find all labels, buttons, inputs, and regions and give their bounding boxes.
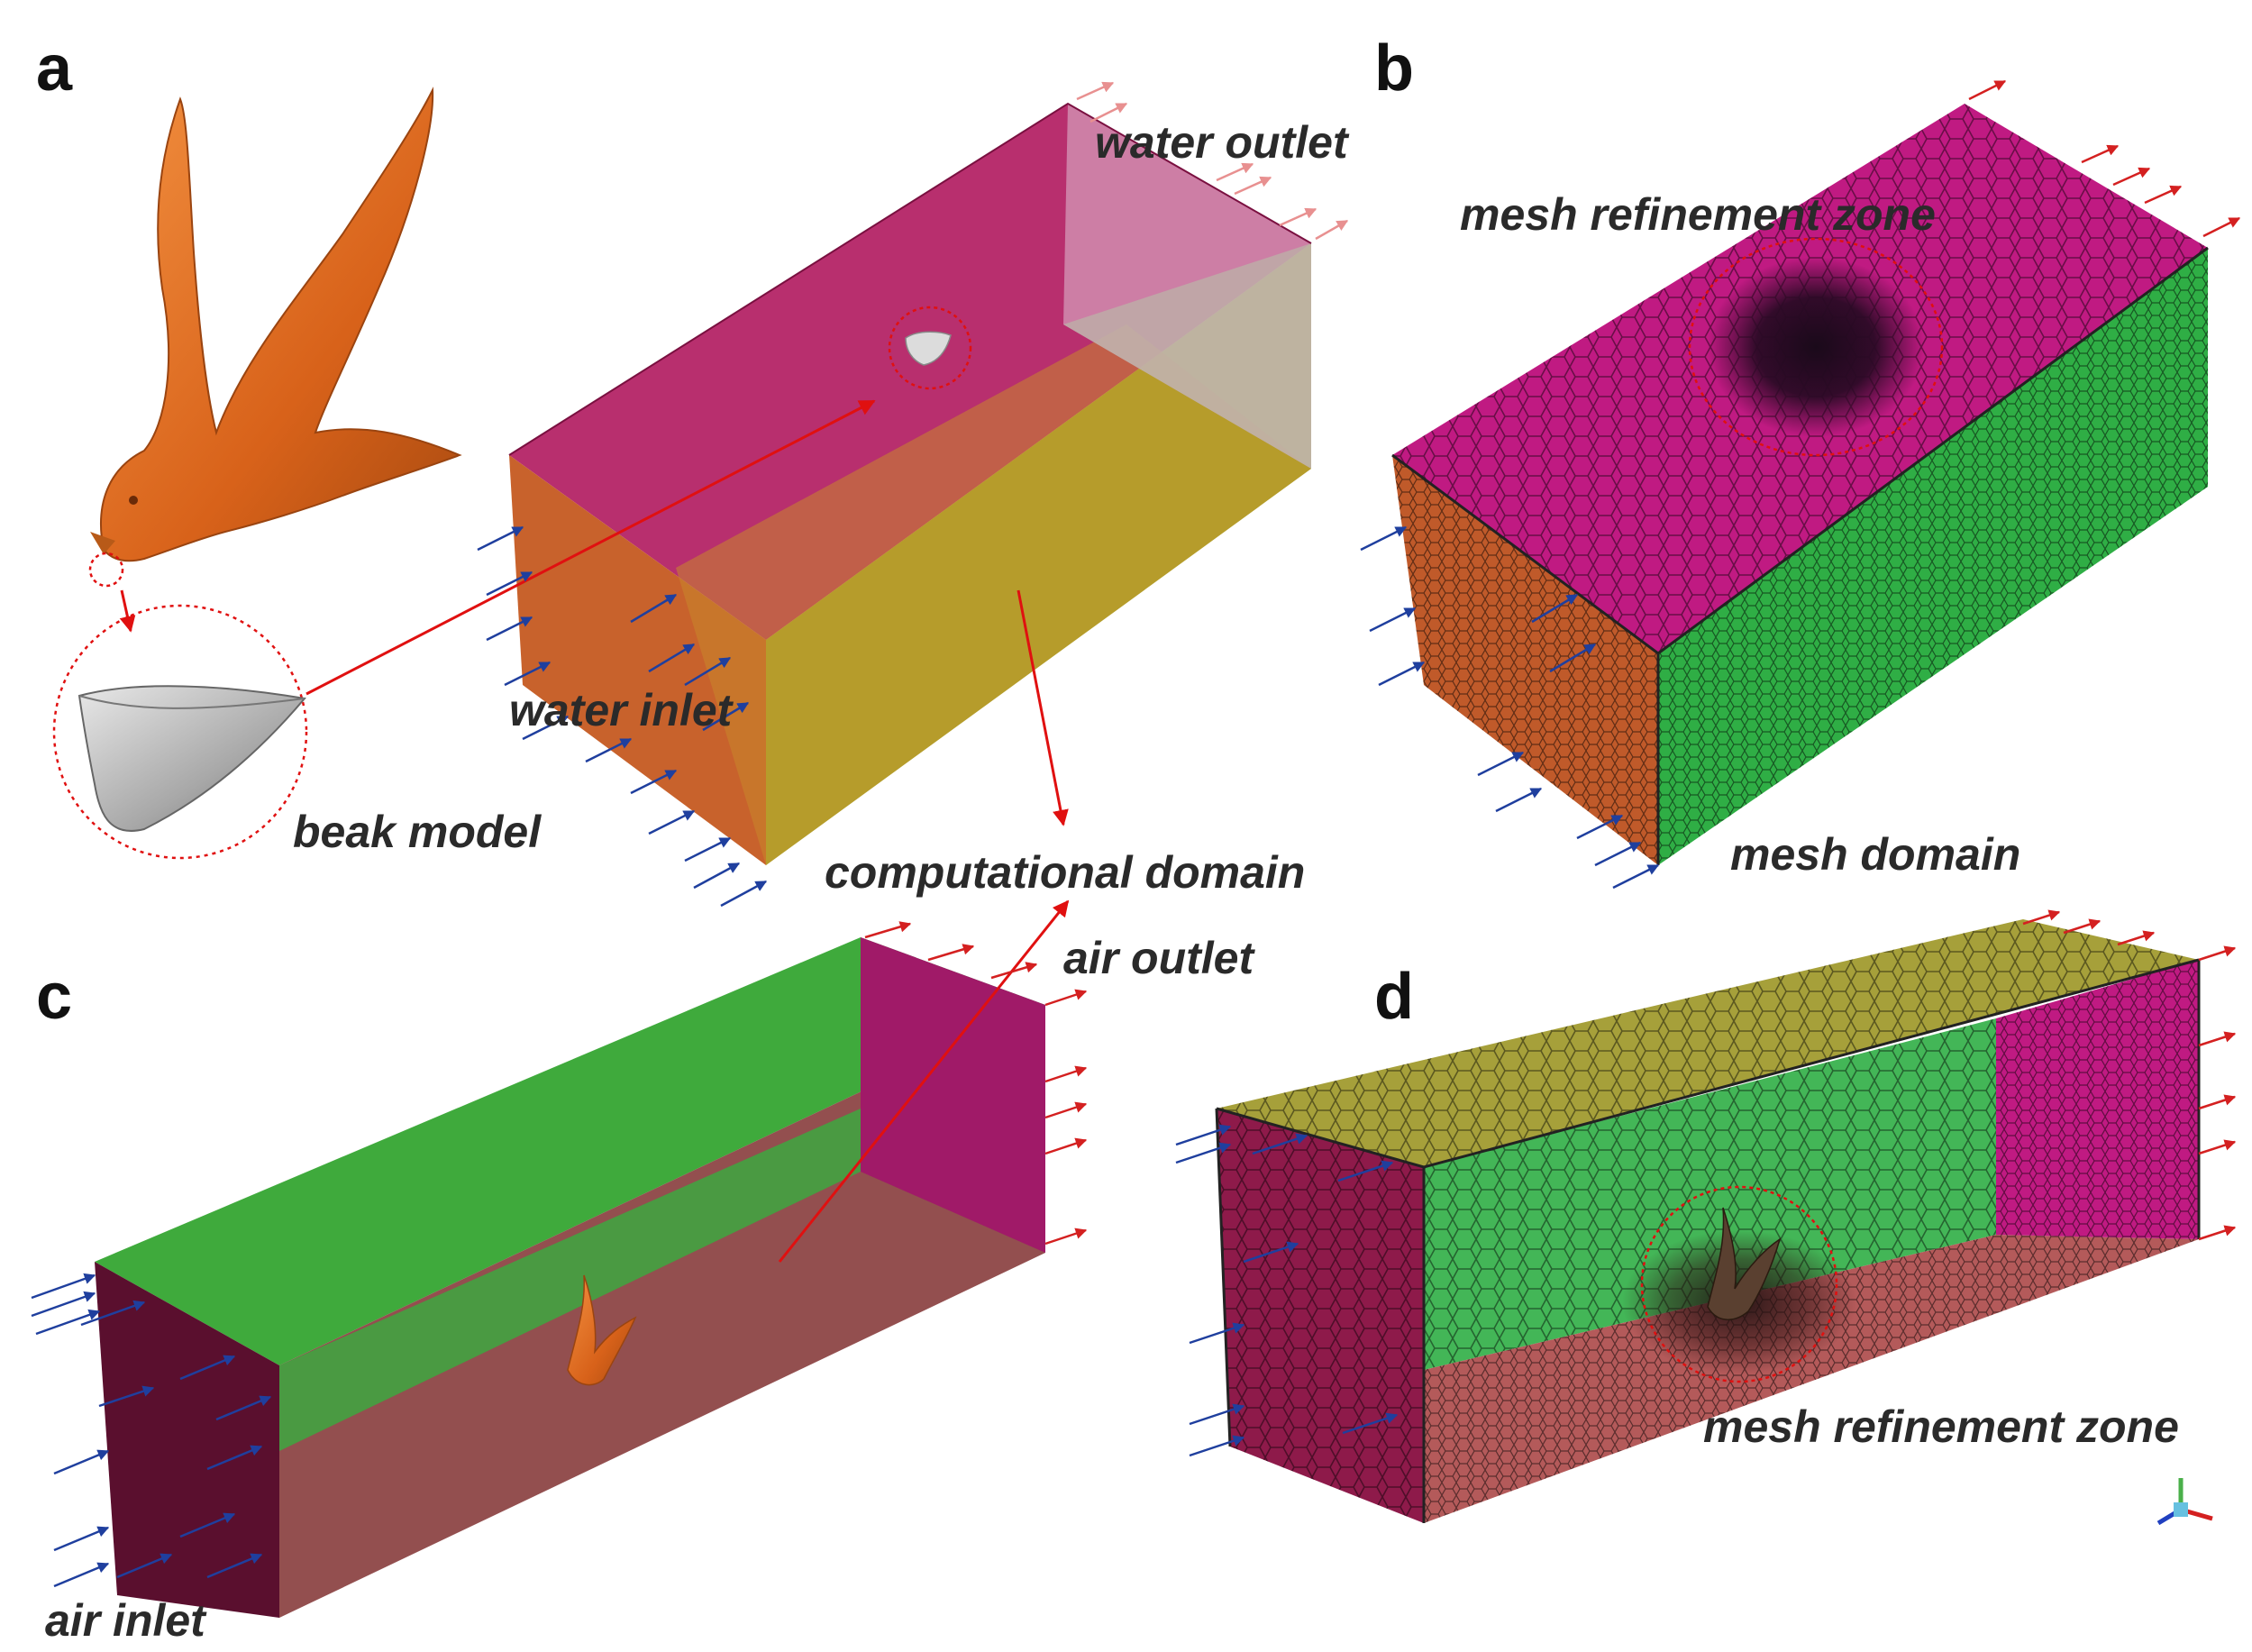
axis-triad-icon: [2156, 1478, 2213, 1526]
beak-zoom-arrow: [119, 589, 136, 633]
label-air-inlet: air inlet: [45, 1595, 207, 1646]
panel-c: c: [31, 899, 1255, 1646]
computational-domain-box: [508, 102, 1312, 865]
beak-to-domain-arrow: [305, 399, 876, 696]
panel-d: d: [1175, 909, 2237, 1526]
label-water-inlet: water inlet: [509, 685, 734, 735]
refinement-circle-b: [1688, 237, 1944, 457]
label-computational-domain: computational domain: [825, 847, 1305, 898]
beak-in-domain: [905, 331, 952, 366]
domain-to-air-arrow: [778, 899, 1070, 1263]
label-mesh-domain: mesh domain: [1730, 829, 2020, 880]
mesh-refinement-region: [1708, 257, 1924, 437]
beak-zoom-circle: [52, 604, 308, 860]
panel-letter-a: a: [36, 32, 73, 105]
refinement-circle-d: [1640, 1185, 1838, 1383]
air-mesh-inlet-arrows: [1175, 1124, 1399, 1457]
beak-highlight-small: [88, 552, 124, 588]
beak-model: [77, 685, 306, 832]
panel-b: b: [1360, 32, 2241, 890]
label-water-outlet: water outlet: [1095, 117, 1350, 168]
label-air-outlet: air outlet: [1063, 933, 1255, 983]
air-mesh-domain-box: [1215, 919, 2201, 1523]
label-mesh-refinement-zone-d: mesh refinement zone: [1703, 1401, 2179, 1452]
label-beak-model: beak model: [293, 807, 542, 857]
panel-a: a beak model: [36, 32, 1350, 908]
bird-model: [90, 87, 462, 562]
label-mesh-refinement-zone-b: mesh refinement zone: [1460, 189, 1936, 240]
domain-to-mesh-arrow: [1017, 589, 1069, 826]
water-inlet-arrows: [477, 525, 768, 908]
water-outlet-arrows: [1076, 81, 1349, 241]
bird-in-air-domain: [567, 1274, 637, 1386]
panel-letter-c: c: [36, 961, 72, 1033]
air-inlet-arrows: [31, 1273, 272, 1588]
mesh-outlet-arrows: [1968, 79, 2241, 238]
panel-letter-d: d: [1374, 961, 1414, 1033]
panel-letter-b: b: [1374, 32, 1414, 105]
air-domain-box: [95, 937, 1045, 1618]
air-mesh-outlet-arrows: [2022, 909, 2237, 1241]
mesh-inlet-arrows: [1360, 525, 1660, 890]
beak-domain-circle: [888, 306, 972, 390]
bird-in-mesh: [1707, 1207, 1782, 1320]
air-outlet-arrows: [864, 921, 1088, 1246]
